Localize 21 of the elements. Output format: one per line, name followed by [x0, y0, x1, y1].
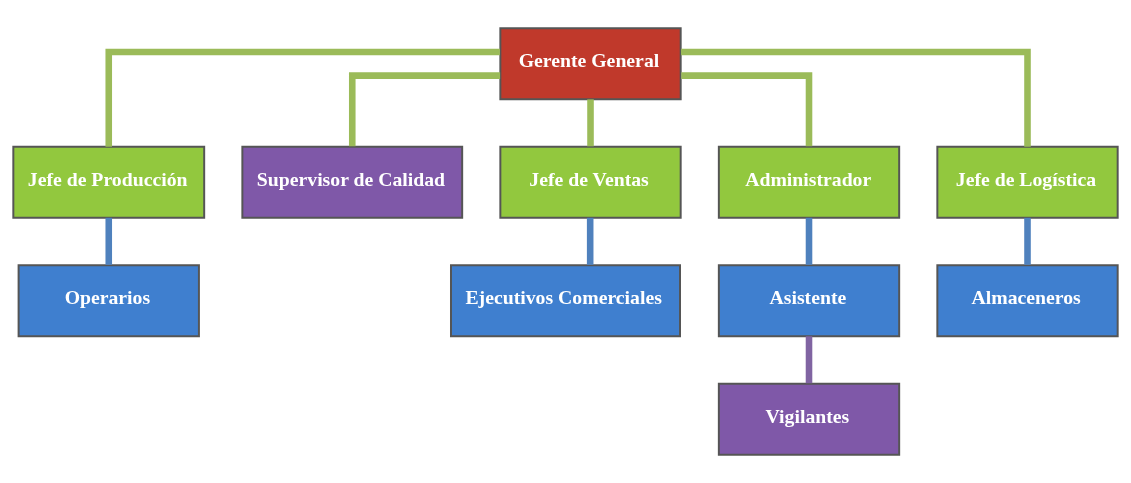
node-box: Jefe de Ventas — [499, 145, 682, 219]
connector — [681, 72, 813, 147]
node-box: Administrador — [717, 145, 901, 219]
node-box: Gerente General — [499, 27, 682, 101]
node-box: Supervisor de Calidad — [241, 145, 464, 219]
node-box: Asistente — [717, 264, 901, 338]
connector — [1024, 217, 1031, 265]
node-box: Ejecutivos Comerciales — [450, 264, 681, 338]
connector — [348, 72, 501, 147]
connector — [586, 217, 594, 265]
connector — [105, 48, 500, 147]
node-box: Almaceneros — [936, 264, 1119, 338]
connector — [587, 99, 594, 147]
node-box: Jefe de Logística — [936, 145, 1119, 219]
node-box: Jefe de Producción — [12, 145, 206, 219]
connector — [681, 48, 1031, 147]
connector — [105, 217, 113, 265]
connector — [805, 336, 813, 384]
connector — [805, 217, 813, 265]
node-box: Vigilantes — [717, 382, 901, 456]
node-box: Operarios — [17, 264, 200, 338]
